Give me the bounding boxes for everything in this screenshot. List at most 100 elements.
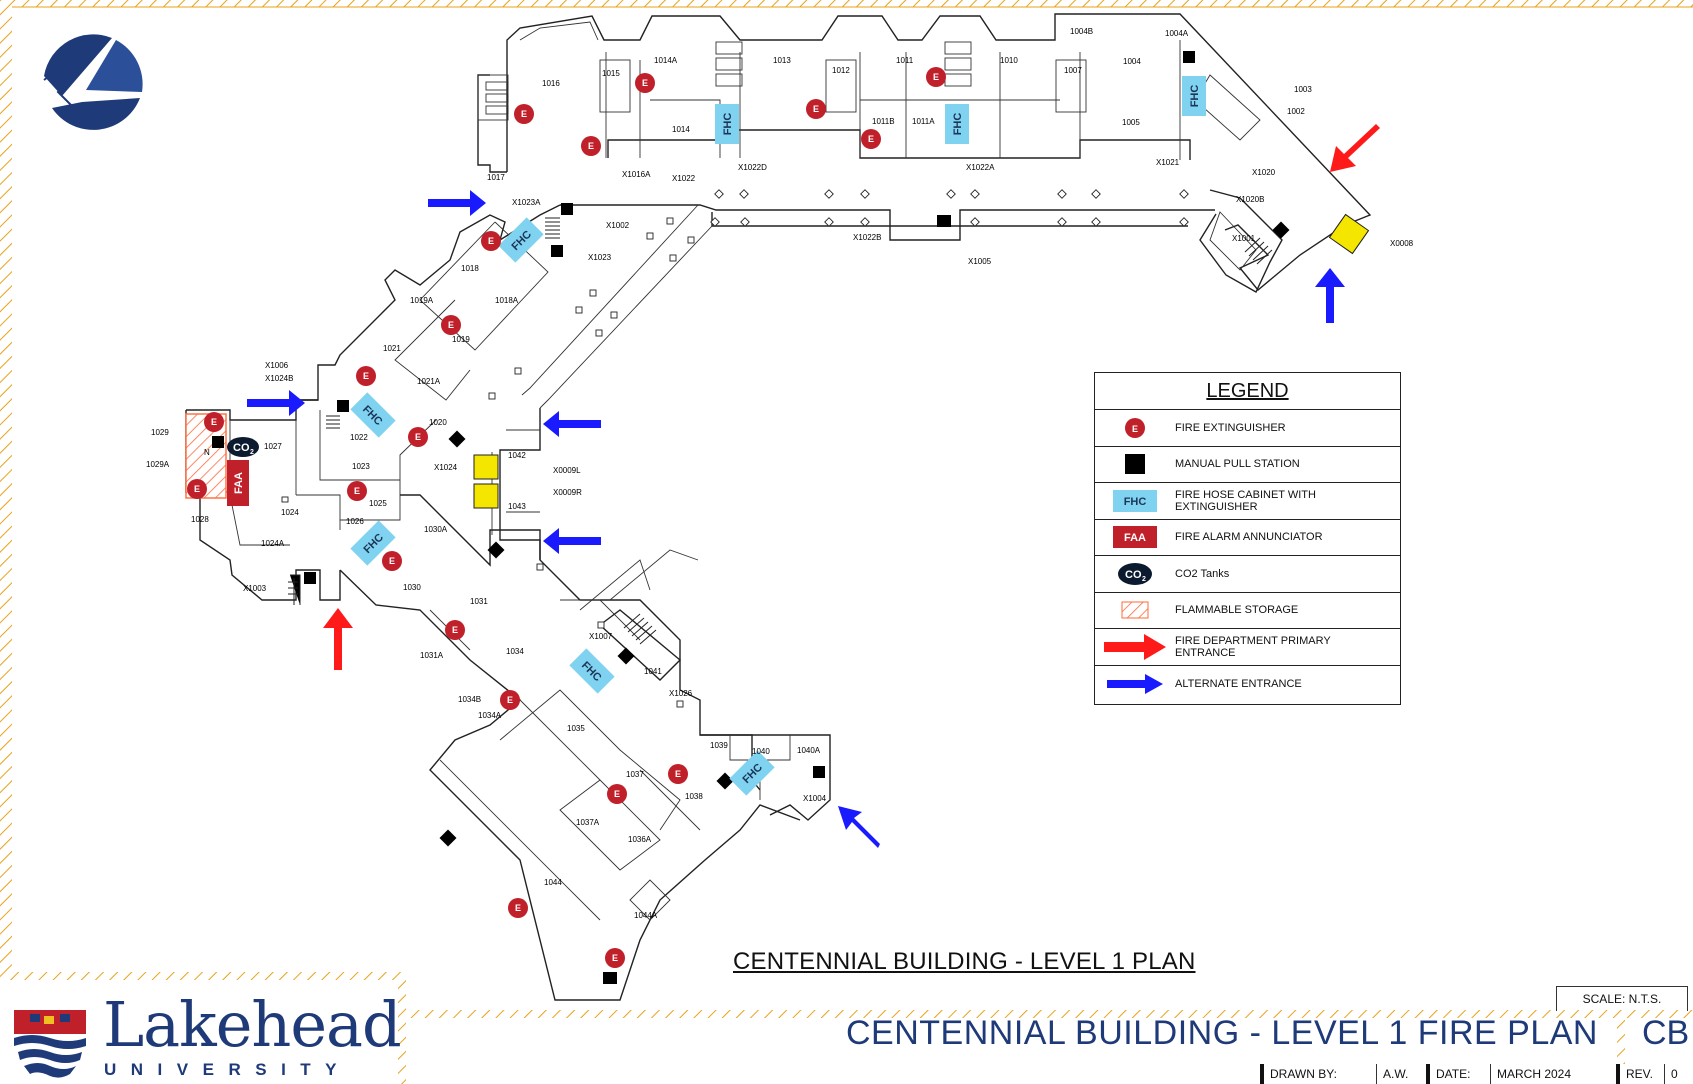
legend-label: FIRE HOSE CABINET WITH EXTINGUISHER: [1175, 488, 1316, 513]
room-label: X1002: [606, 221, 630, 230]
room-label: X1026: [669, 689, 693, 698]
svg-text:E: E: [675, 769, 681, 779]
flammable-storage-icon: [1121, 601, 1149, 619]
room-label: X1024: [434, 463, 458, 472]
room-label: 1034A: [478, 711, 502, 720]
legend-label: FLAMMABLE STORAGE: [1175, 604, 1299, 617]
svg-text:E: E: [933, 72, 939, 82]
room-label: 1003: [1294, 85, 1312, 94]
svg-text:E: E: [515, 903, 521, 913]
room-label: X1021: [1156, 158, 1180, 167]
room-label: 1036A: [628, 835, 652, 844]
rev-value: 0: [1664, 1064, 1678, 1084]
room-label: 1043: [508, 502, 526, 511]
red-arrow-icon: [1104, 633, 1166, 660]
fhc-label: FHC: [722, 113, 734, 136]
room-label: 1004B: [1070, 27, 1093, 36]
svg-text:E: E: [448, 320, 454, 330]
room-label: X1020: [1252, 168, 1276, 177]
room-label: 1014: [672, 125, 690, 134]
blue-arrow-icon: [543, 528, 601, 554]
room-label: 1038: [685, 792, 703, 801]
svg-text:E: E: [813, 104, 819, 114]
room-label: 1029A: [146, 460, 170, 469]
svg-text:FAA: FAA: [233, 472, 245, 494]
svg-text:E: E: [614, 789, 620, 799]
svg-text:E: E: [452, 625, 458, 635]
svg-text:E: E: [507, 695, 513, 705]
room-label: 1021A: [417, 377, 441, 386]
room-label: 1025: [369, 499, 387, 508]
room-label: 1013: [773, 56, 791, 65]
room-label: 1041: [644, 667, 662, 676]
room-label: X1022: [672, 174, 696, 183]
fire-alarm-annunciator-icon: FAA: [1113, 526, 1157, 549]
room-label: X1024B: [265, 374, 293, 383]
date-value: MARCH 2024: [1490, 1064, 1571, 1084]
legend-header: LEGEND: [1095, 373, 1400, 410]
room-label: 1019A: [410, 296, 434, 305]
room-label: 1015: [602, 69, 620, 78]
blue-arrow-icon: [428, 190, 486, 216]
room-label: 1012: [832, 66, 850, 75]
room-label: X0009R: [553, 488, 582, 497]
room-label: 1030: [403, 583, 421, 592]
svg-text:CO: CO: [233, 442, 250, 454]
room-label: 1007: [1064, 66, 1082, 75]
svg-text:E: E: [389, 556, 395, 566]
room-label: 1005: [1122, 118, 1140, 127]
svg-text:E: E: [194, 484, 200, 494]
university-subtitle: UNIVERSITY: [104, 1060, 352, 1079]
legend-row: FIRE DEPARTMENT PRIMARY ENTRANCE: [1095, 629, 1400, 666]
university-wordmark: Lakehead: [103, 988, 402, 1061]
room-label: 1044A: [634, 911, 658, 920]
legend-row: MANUAL PULL STATION: [1095, 447, 1400, 483]
svg-text:CO: CO: [1125, 569, 1142, 581]
fire-extinguishers: E E E E E E E E E E E E E E E E E E E E: [187, 67, 946, 968]
room-label: 1016: [542, 79, 560, 88]
fire-hose-cabinets: FHC FHC FHC FHC FHC FHC FHC FHC: [350, 76, 1206, 796]
room-label: 1035: [567, 724, 585, 733]
fhc-label: FHC: [1189, 85, 1201, 108]
svg-text:E: E: [211, 417, 217, 427]
room-label: 1017: [487, 173, 505, 182]
svg-text:FHC: FHC: [1124, 496, 1147, 508]
room-label: X1004: [803, 794, 827, 803]
room-label: 1018: [461, 264, 479, 273]
room-label: 1034: [506, 647, 524, 656]
room-label: 1023: [352, 462, 370, 471]
legend-title: LEGEND: [1206, 379, 1289, 402]
room-label: X1001: [1232, 234, 1256, 243]
room-label: X1005: [968, 257, 992, 266]
stairs: [288, 217, 1273, 645]
fhc-label: FHC: [952, 113, 964, 136]
legend-label: CO2 Tanks: [1175, 567, 1230, 580]
logo-emblem: [42, 34, 143, 136]
svg-text:E: E: [868, 134, 874, 144]
svg-text:2: 2: [1142, 576, 1146, 583]
room-label: 1024A: [261, 539, 285, 548]
room-label: 1030A: [424, 525, 448, 534]
fire-alarm-annunciator: FAA: [227, 460, 249, 506]
fire-extinguisher-icon: E: [1125, 417, 1145, 438]
room-label: 1024: [281, 508, 299, 517]
legend-label: FIRE ALARM ANNUNCIATOR: [1175, 531, 1323, 544]
blue-arrow-icon: [1107, 673, 1163, 694]
room-label: X1022D: [738, 163, 767, 172]
north-marker: N: [204, 448, 210, 457]
room-label: 1020: [429, 418, 447, 427]
room-label: X0008: [1390, 239, 1414, 248]
svg-text:FAA: FAA: [1124, 532, 1146, 544]
room-label: 1028: [191, 515, 209, 524]
university-crest-icon: [14, 1010, 86, 1078]
legend-row: FAA FIRE ALARM ANNUNCIATOR: [1095, 520, 1400, 556]
room-label: 1011B: [872, 117, 895, 126]
room-labels: 1016 1014A 1013 1011 1010 1004B 1004A 10…: [146, 27, 1414, 920]
entrance-arrows: [247, 124, 1380, 848]
room-label: X1023: [588, 253, 612, 262]
room-label: 1034B: [458, 695, 481, 704]
